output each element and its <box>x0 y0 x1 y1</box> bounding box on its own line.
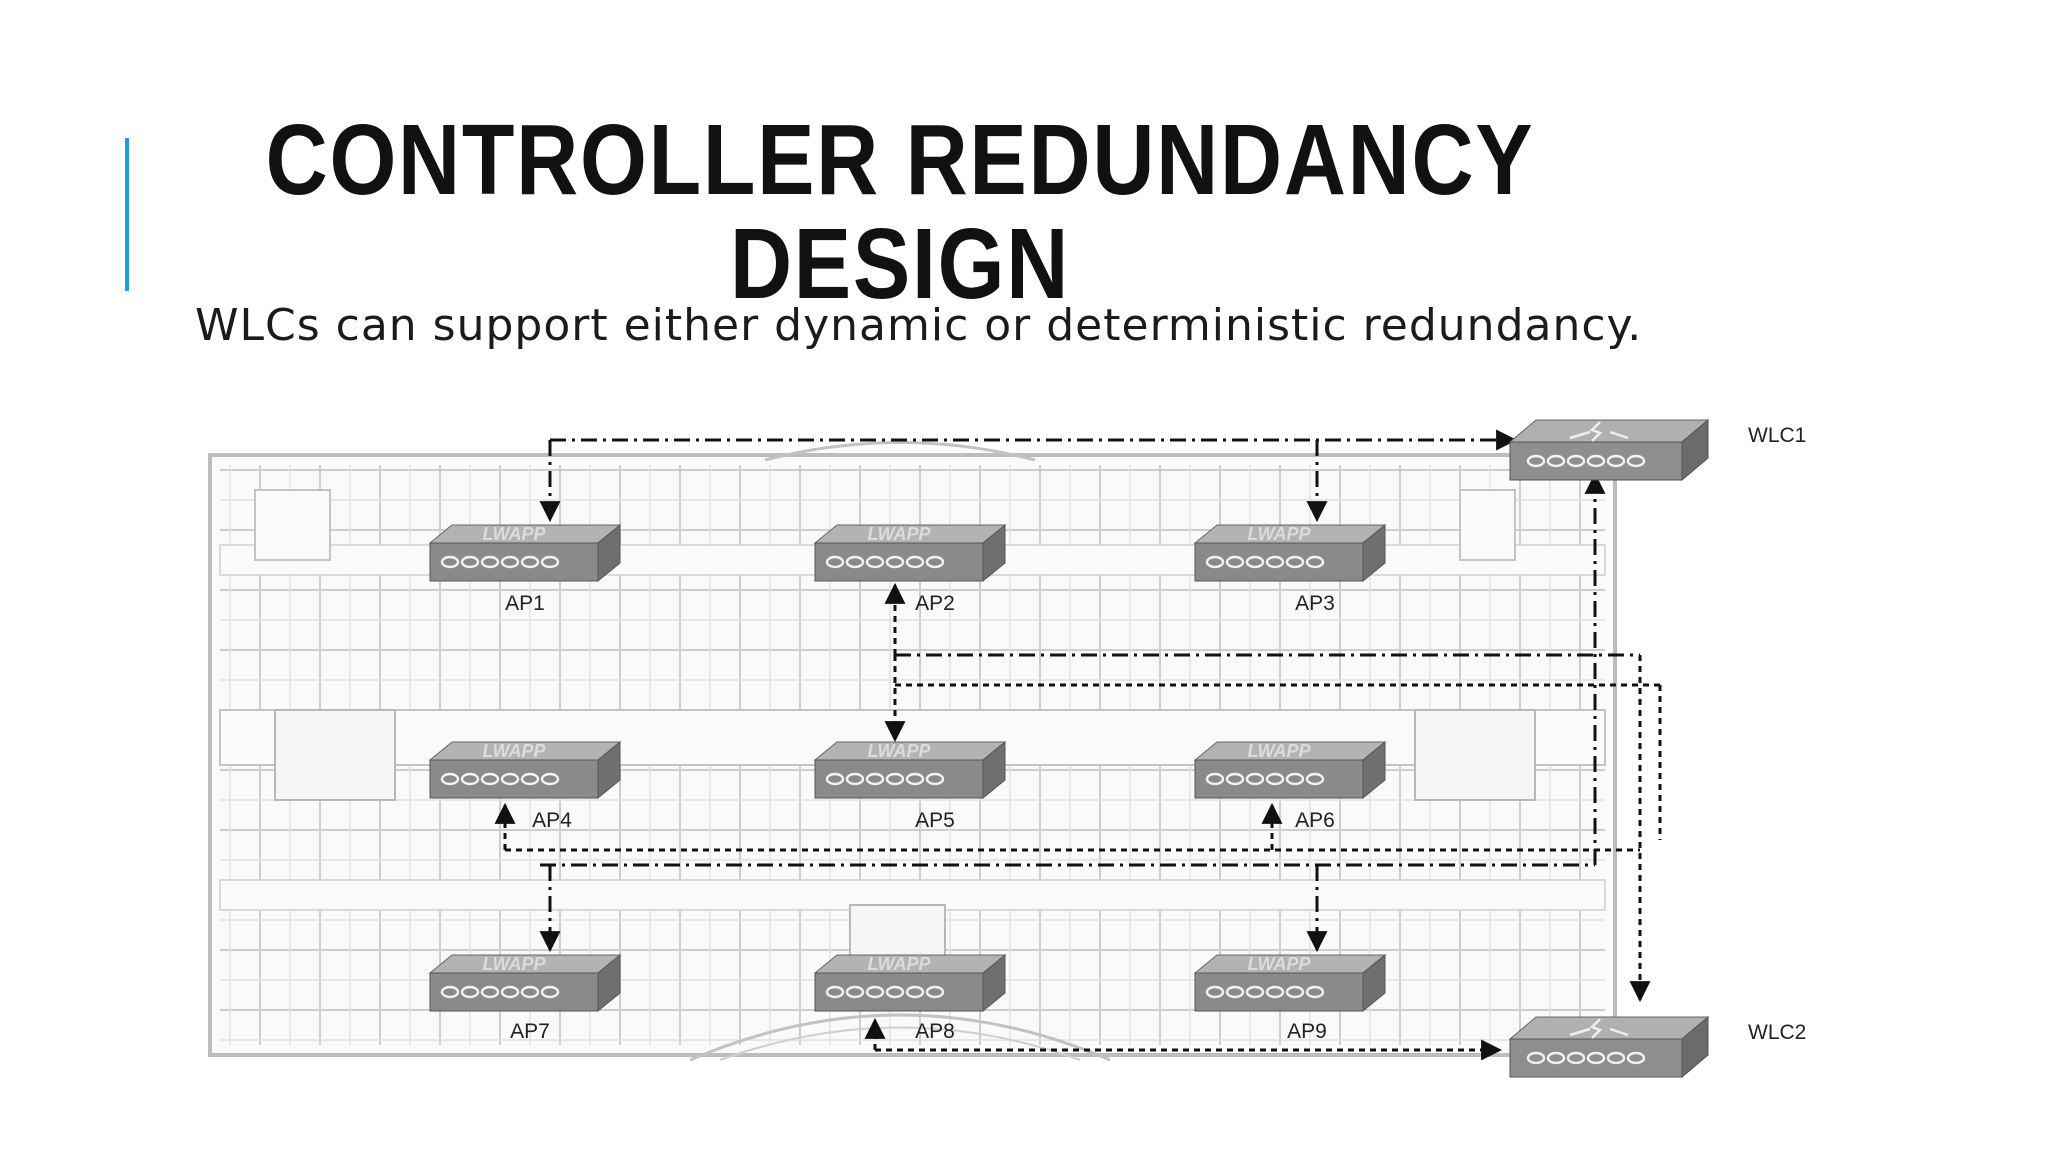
ap8-device: LWAPP AP8 <box>813 953 1007 1043</box>
ap8-badge: LWAPP <box>867 954 931 974</box>
ap3-badge: LWAPP <box>1247 524 1311 544</box>
ap5-badge: LWAPP <box>867 741 931 761</box>
wlc1-device <box>1508 418 1710 482</box>
ap9-badge: LWAPP <box>1247 954 1311 974</box>
ap6-badge: LWAPP <box>1247 741 1311 761</box>
ap8-label: AP8 <box>915 1020 955 1043</box>
ap9-label: AP9 <box>1287 1020 1327 1043</box>
ap3-label: AP3 <box>1295 592 1335 615</box>
ap7-badge: LWAPP <box>482 954 546 974</box>
wlc2-device <box>1508 1015 1710 1079</box>
floorplan-diagram: LWAPP AP1 LWAPP AP2 LWAPP AP3 LWAPP AP4 … <box>208 418 1806 1079</box>
ap1-label: AP1 <box>505 592 545 615</box>
ap6-label: AP6 <box>1295 809 1335 832</box>
wlc2-label: WLC2 <box>1748 1021 1806 1044</box>
ap6-device: LWAPP AP6 <box>1193 740 1387 832</box>
ap3-device: LWAPP AP3 <box>1193 523 1387 615</box>
ap5-label: AP5 <box>915 809 955 832</box>
title-line-1: CONTROLLER REDUNDANCY <box>265 104 1535 216</box>
ap4-device: LWAPP AP4 <box>428 740 622 832</box>
accent-bar <box>125 138 129 291</box>
ap7-device: LWAPP AP7 <box>428 953 622 1043</box>
ap1-device: LWAPP AP1 <box>428 523 622 615</box>
ap5-device: LWAPP AP5 <box>813 740 1007 832</box>
ap2-device: LWAPP AP2 <box>813 523 1007 615</box>
ap2-badge: LWAPP <box>867 524 931 544</box>
slide-title: CONTROLLER REDUNDANCY DESIGN <box>255 108 1545 316</box>
ap9-device: LWAPP AP9 <box>1193 953 1387 1043</box>
ap1-badge: LWAPP <box>482 524 546 544</box>
ap4-label: AP4 <box>532 809 572 832</box>
ap4-badge: LWAPP <box>482 741 546 761</box>
wlc1-label: WLC1 <box>1748 424 1806 447</box>
ap2-label: AP2 <box>915 592 955 615</box>
slide-subtitle: WLCs can support either dynamic or deter… <box>195 300 1643 351</box>
connection-lines <box>494 429 1662 1061</box>
ap7-label: AP7 <box>510 1020 550 1043</box>
title-line-2: DESIGN <box>729 208 1071 320</box>
